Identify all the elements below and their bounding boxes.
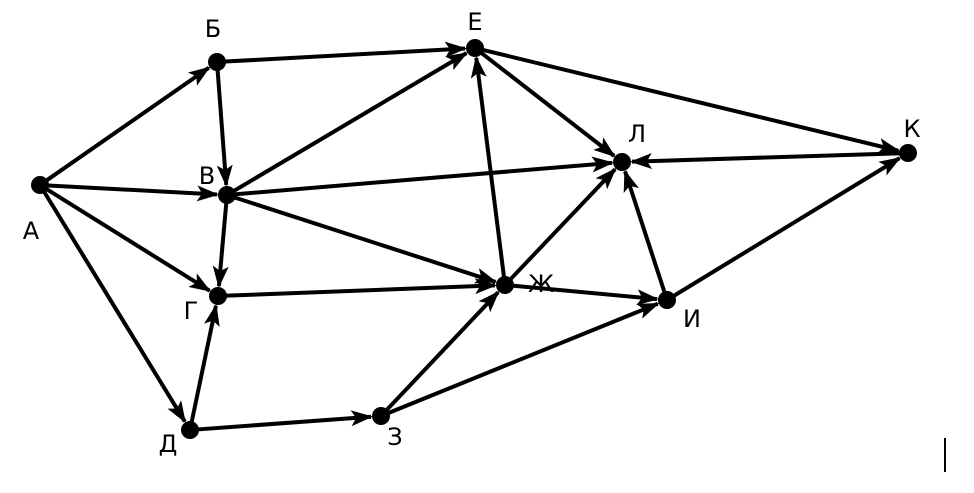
node-A bbox=[31, 176, 49, 194]
node-Zh bbox=[496, 276, 514, 294]
edge-I-L bbox=[623, 169, 668, 295]
node-V bbox=[218, 186, 236, 204]
node-B bbox=[208, 53, 226, 71]
node-D bbox=[181, 421, 199, 439]
edge-A-G bbox=[44, 186, 212, 293]
node-label-V: В bbox=[199, 162, 215, 190]
node-I bbox=[658, 291, 676, 309]
edge-V-L bbox=[232, 156, 615, 197]
node-label-E: Е bbox=[467, 8, 482, 36]
node-label-G: Г bbox=[184, 297, 199, 325]
edge-B-V bbox=[215, 67, 233, 188]
edge-Zh-L bbox=[507, 167, 617, 283]
node-label-L: Л bbox=[628, 120, 646, 148]
node-L bbox=[613, 153, 631, 171]
edge-A-V bbox=[45, 183, 220, 202]
edge-A-B bbox=[43, 66, 211, 184]
edge-Z-Zh bbox=[383, 290, 500, 414]
node-label-A: А bbox=[23, 217, 40, 245]
node-label-B: Б bbox=[205, 15, 221, 43]
node-label-I: И bbox=[683, 305, 701, 333]
node-label-Z: З bbox=[387, 423, 402, 451]
edge-V-E bbox=[231, 51, 469, 194]
edge-D-G bbox=[189, 303, 220, 425]
node-E bbox=[466, 39, 484, 57]
edge-E-L bbox=[478, 50, 616, 158]
node-label-D: Д bbox=[159, 430, 178, 458]
edge-V-G bbox=[212, 200, 229, 289]
edge-B-E bbox=[222, 41, 468, 64]
node-label-Zh: Ж bbox=[528, 270, 554, 298]
labels-layer: А Б В Г Д Е Ж З И К Л bbox=[23, 8, 921, 458]
node-G bbox=[209, 287, 227, 305]
edge-A-D bbox=[41, 189, 187, 424]
edge-Zh-E bbox=[470, 55, 507, 280]
edge-G-Zh bbox=[223, 278, 498, 298]
edge-Z-I bbox=[385, 301, 660, 416]
nodes-layer bbox=[31, 39, 917, 439]
node-Z bbox=[372, 407, 390, 425]
edge-Zh-I bbox=[510, 283, 660, 306]
edge-K-L bbox=[629, 151, 903, 170]
node-label-K: К bbox=[903, 115, 920, 143]
edge-V-Zh bbox=[232, 194, 498, 284]
node-K bbox=[899, 144, 917, 162]
edges-layer bbox=[41, 41, 903, 432]
edge-I-K bbox=[671, 156, 902, 299]
edge-E-K bbox=[480, 47, 901, 154]
edge-D-Z bbox=[195, 410, 374, 432]
